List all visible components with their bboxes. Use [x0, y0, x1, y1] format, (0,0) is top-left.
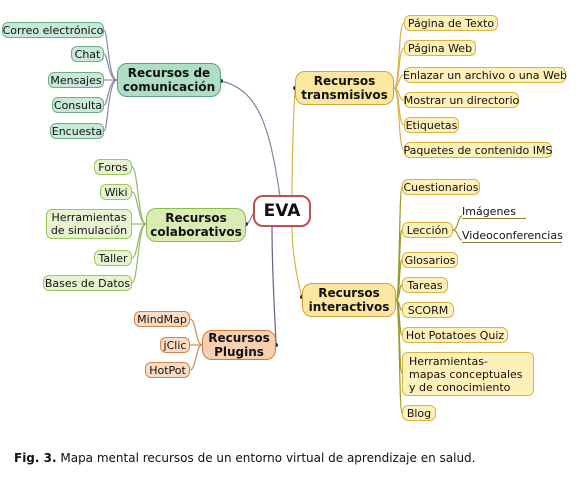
leaf-comunicacion[interactable]: Mensajes [48, 72, 104, 88]
leaf-plugins[interactable]: jClic [160, 337, 190, 353]
leaf-transmisivos[interactable]: Página de Texto [404, 15, 498, 31]
leaf-comunicacion[interactable]: Encuesta [50, 123, 104, 139]
leaf-leccion-sub[interactable]: Imágenes [462, 205, 526, 219]
leaf-interactivos[interactable]: Lección [402, 222, 453, 238]
leaf-colaborativos[interactable]: Bases de Datos [43, 275, 132, 291]
leaf-colaborativos[interactable]: Herramientas de simulación [46, 209, 132, 239]
hub-plugins[interactable]: Recursos Plugins [202, 330, 276, 360]
leaf-interactivos[interactable]: Cuestionarios [402, 179, 480, 195]
leaf-interactivos[interactable]: SCORM [402, 302, 454, 318]
leaf-colaborativos[interactable]: Wiki [100, 184, 132, 200]
leaf-transmisivos[interactable]: Mostrar un directorio [403, 92, 520, 108]
caption-text: Mapa mental recursos de un entorno virtu… [56, 451, 476, 465]
leaf-colaborativos[interactable]: Taller [94, 250, 132, 266]
caption-label: Fig. 3. [14, 451, 57, 465]
hub-transmisivos[interactable]: Recursos transmisivos [295, 71, 394, 105]
leaf-interactivos[interactable]: Hot Potatoes Quiz [402, 327, 508, 343]
hub-colaborativos[interactable]: Recursos colaborativos [146, 208, 246, 242]
leaf-comunicacion[interactable]: Chat [71, 46, 104, 62]
leaf-interactivos[interactable]: Herramientas- mapas conceptuales y de co… [402, 352, 534, 396]
leaf-plugins[interactable]: HotPot [145, 362, 190, 378]
hub-interactivos[interactable]: Recursos interactivos [302, 283, 396, 317]
leaf-interactivos[interactable]: Tareas [402, 277, 448, 293]
leaf-leccion-sub[interactable]: Videoconferencias [462, 229, 563, 243]
central-node[interactable]: EVA [253, 195, 311, 227]
leaf-colaborativos[interactable]: Foros [94, 159, 132, 175]
leaf-interactivos[interactable]: Blog [402, 405, 436, 421]
leaf-transmisivos[interactable]: Página Web [404, 40, 476, 56]
leaf-plugins[interactable]: MindMap [134, 311, 190, 327]
leaf-transmisivos[interactable]: Paquetes de contenido IMS [403, 142, 553, 158]
link-center-transmisivos [291, 87, 296, 197]
leaf-transmisivos[interactable]: Etiquetas [404, 117, 459, 133]
link-center-interactivos [291, 225, 303, 298]
leaf-comunicacion[interactable]: Consulta [52, 97, 104, 113]
leaf-comunicacion[interactable]: Correo electrónico [2, 22, 104, 38]
link-center-comunicacion [220, 80, 281, 197]
leaf-transmisivos[interactable]: Enlazar un archivo o una Web [403, 67, 567, 83]
figure-caption: Fig. 3. Mapa mental recursos de un entor… [14, 451, 476, 465]
link-center-plugins [271, 225, 277, 346]
hub-comunicacion[interactable]: Recursos de comunicación [117, 63, 221, 97]
leaf-interactivos[interactable]: Glosarios [402, 252, 458, 268]
